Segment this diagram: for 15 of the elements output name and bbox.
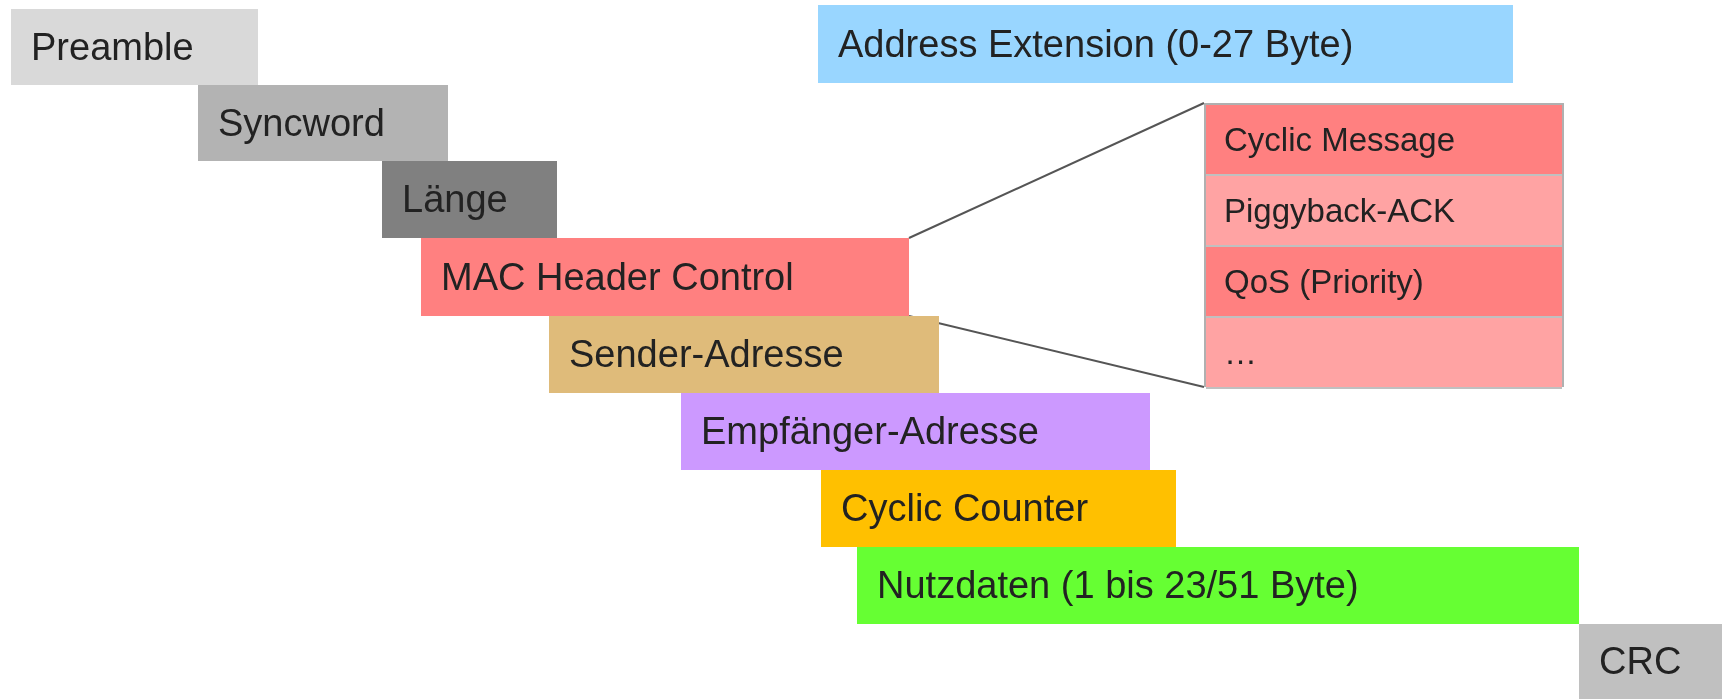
- field-box: Cyclic Counter: [821, 470, 1176, 547]
- detail-panel: [1204, 103, 1564, 387]
- field-box: Empfänger-Adresse: [681, 393, 1150, 470]
- zoom-line: [908, 315, 1205, 388]
- field-box: CRC: [1579, 624, 1722, 699]
- field-box: Nutzdaten (1 bis 23/51 Byte): [857, 547, 1579, 624]
- field-box: Cyclic Message: [1206, 105, 1562, 176]
- field-box: Länge: [382, 161, 557, 238]
- field-box: Preamble: [11, 9, 258, 85]
- field-box: MAC Header Control: [421, 238, 909, 316]
- field-box: Syncword: [198, 85, 448, 161]
- field-box: Address Extension (0-27 Byte): [818, 5, 1513, 83]
- field-box: Sender-Adresse: [549, 316, 939, 393]
- field-box: QoS (Priority): [1206, 247, 1562, 318]
- zoom-line: [908, 102, 1205, 239]
